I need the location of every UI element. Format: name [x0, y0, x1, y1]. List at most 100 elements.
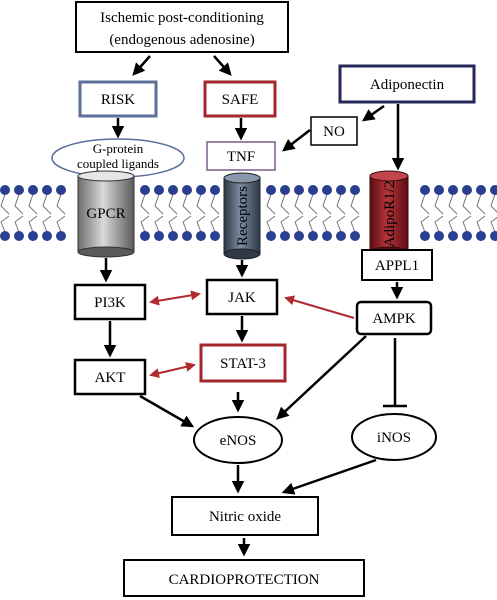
safe-node: SAFE: [203, 80, 277, 118]
lipid-head: [448, 185, 458, 195]
no-label: NO: [323, 124, 345, 140]
lipid-head: [462, 231, 472, 241]
lipid-head: [154, 231, 164, 241]
lipid-tail: [490, 193, 497, 233]
stat3-node: STAT-3: [199, 343, 287, 383]
lipid-tail: [294, 193, 304, 233]
jak-node: JAK: [205, 278, 279, 316]
lipid-head: [196, 231, 206, 241]
risk-node: RISK: [78, 80, 158, 118]
lipid-tail: [420, 193, 430, 233]
lipid-head: [168, 185, 178, 195]
lipid-tail: [28, 193, 38, 233]
nitric-oxide-label: Nitric oxide: [209, 509, 281, 525]
adiponectin-node: Adiponectin: [338, 64, 476, 104]
enos-label: eNOS: [220, 433, 257, 449]
lipid-tail: [476, 193, 486, 233]
lipid-tail: [322, 193, 332, 233]
lipid-head: [322, 231, 332, 241]
lipid-head: [182, 231, 192, 241]
lipid-head: [462, 185, 472, 195]
g-protein-ligands-node: G-protein coupled ligands: [51, 138, 185, 178]
arrow-no-to-tnf: [282, 129, 311, 152]
lipid-head: [448, 231, 458, 241]
lipid-tail: [280, 193, 290, 233]
lipid-tail: [462, 193, 472, 233]
arrow-akt-to-enos: [139, 394, 195, 428]
tnf-node: TNF: [206, 141, 276, 171]
lipid-head: [28, 185, 38, 195]
lipid-head: [308, 231, 318, 241]
lipid-tail: [182, 193, 192, 233]
lipid-head: [490, 185, 497, 195]
pi3k-node: PI3K: [73, 283, 147, 321]
gpcr-receptor: GPCR: [77, 170, 135, 258]
lipid-head: [140, 185, 150, 195]
risk-label: RISK: [101, 92, 135, 108]
lipid-head: [490, 231, 497, 241]
arrow-ampk-to-enos: [276, 335, 367, 420]
gpcr-label: GPCR: [86, 206, 125, 222]
ampk-node: AMPK: [355, 300, 433, 336]
lipid-head: [154, 185, 164, 195]
ischemic-label-line1: Ischemic post-conditioning: [100, 10, 264, 26]
lipid-head: [336, 231, 346, 241]
cardioprotection-label: CARDIOPROTECTION: [169, 572, 320, 588]
lipid-head: [476, 231, 486, 241]
lipid-tail: [210, 193, 220, 233]
activation-arrows: [99, 55, 405, 557]
lipid-head: [196, 185, 206, 195]
cardioprotection-node: CARDIOPROTECTION: [123, 559, 365, 597]
arrow-inos-to-nitric-oxide: [281, 458, 377, 495]
lipid-head: [294, 185, 304, 195]
lipid-tail: [434, 193, 444, 233]
lipid-tail: [168, 193, 178, 233]
lipid-head: [420, 185, 430, 195]
gprotein-label-line1: G-protein: [93, 141, 144, 156]
jak-label: JAK: [228, 290, 256, 306]
lipid-head: [336, 185, 346, 195]
lipid-head: [280, 231, 290, 241]
safe-label: SAFE: [222, 92, 259, 108]
lipid-tail: [42, 193, 52, 233]
lipid-tail: [0, 193, 10, 233]
lipid-head: [294, 231, 304, 241]
lipid-head: [210, 231, 220, 241]
lipid-tail: [196, 193, 206, 233]
tnf-receptors: Receptors: [223, 172, 261, 260]
lipid-head: [182, 185, 192, 195]
lipid-tail: [56, 193, 66, 233]
lipid-tail: [14, 193, 24, 233]
ischemic-label-line2: (endogenous adenosine): [109, 32, 254, 48]
lipid-tail: [448, 193, 458, 233]
arrow-adiponectin-to-no: [361, 104, 385, 122]
lipid-tail: [336, 193, 346, 233]
tnf-label: TNF: [227, 149, 255, 165]
lipid-head: [140, 231, 150, 241]
lipid-head: [42, 185, 52, 195]
lipid-head: [0, 185, 10, 195]
appl1-node: APPL1: [361, 249, 433, 281]
gprotein-label-line2: coupled ligands: [77, 156, 159, 171]
cell-membrane: [0, 185, 497, 241]
lipid-head: [210, 185, 220, 195]
arrow-ischemic-to-risk: [132, 55, 151, 76]
lipid-head: [14, 185, 24, 195]
inos-label: iNOS: [377, 430, 411, 446]
lipid-head: [350, 185, 360, 195]
lipid-head: [420, 231, 430, 241]
lipid-tail: [140, 193, 150, 233]
lipid-head: [56, 231, 66, 241]
lipid-head: [476, 185, 486, 195]
adipor-label: AdipoR1/2: [382, 181, 398, 248]
lipid-tail: [266, 193, 276, 233]
ampk-label: AMPK: [372, 311, 416, 327]
arrow-ischemic-to-safe: [213, 55, 232, 76]
lipid-head: [14, 231, 24, 241]
lipid-head: [434, 185, 444, 195]
lipid-head: [0, 231, 10, 241]
inos-node: iNOS: [351, 413, 437, 461]
akt-node: AKT: [73, 358, 147, 396]
lipid-head: [280, 185, 290, 195]
